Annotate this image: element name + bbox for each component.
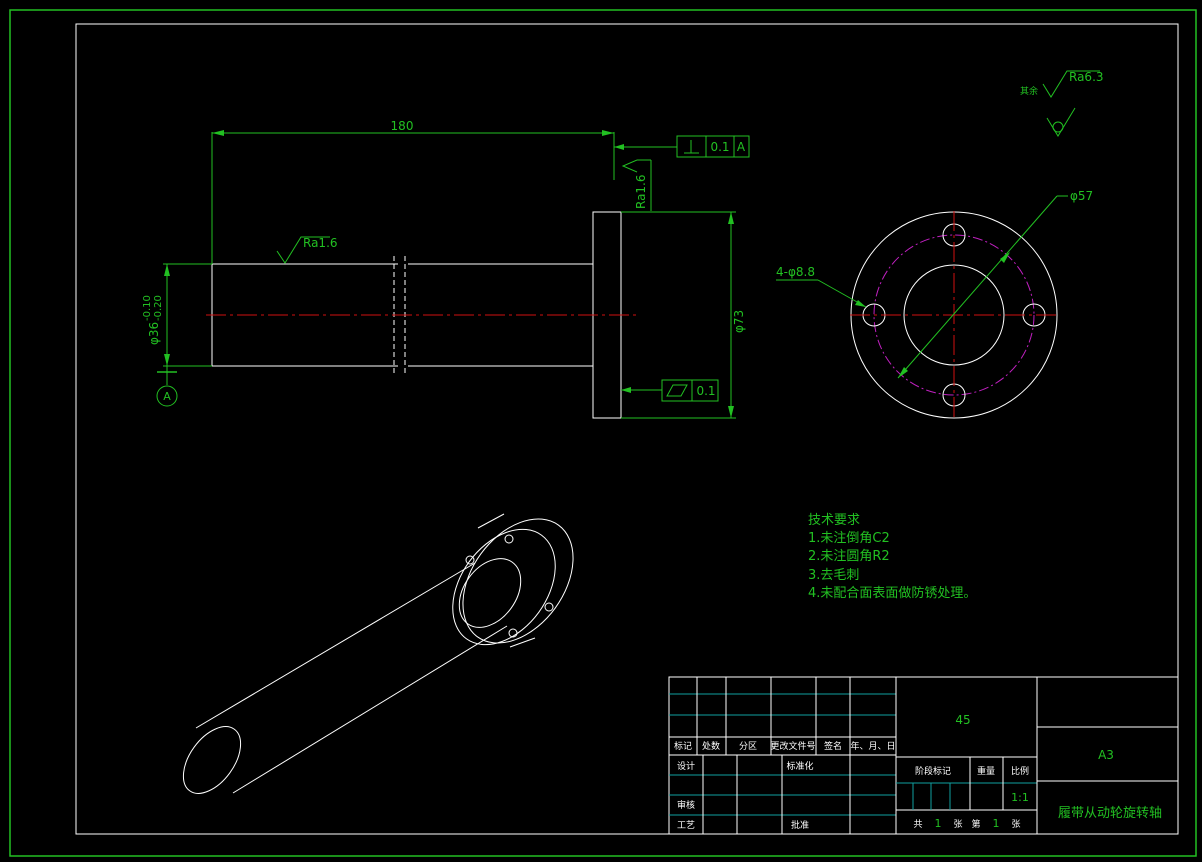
holes-dimension	[776, 279, 867, 308]
tb-total-prefix: 共	[913, 819, 922, 830]
tb-standardize: 标准化	[786, 760, 813, 772]
title-block	[668, 676, 1179, 835]
bolt-circle-dimension	[897, 195, 1068, 379]
svg-text:φ36: φ36	[147, 322, 161, 345]
end-view	[850, 211, 1058, 419]
tb-paper-size: A3	[1098, 748, 1114, 762]
tb-material: 45	[955, 713, 970, 727]
notes-item-1: 1.未注倒角C2	[808, 531, 890, 546]
roughness-symbol-rest	[1042, 70, 1100, 137]
tb-mark: 标记	[674, 740, 692, 752]
tb-approve: 批准	[791, 819, 809, 831]
isometric-view	[182, 513, 574, 794]
holes-dim-text: 4-φ8.8	[776, 265, 815, 279]
roughness-rest-prefix: 其余	[1020, 85, 1038, 97]
flange-diameter-dimension	[621, 211, 736, 419]
tb-total-sheets: 1	[935, 817, 942, 830]
shaft-dia-text: φ36 -0.10 -0.20	[142, 295, 164, 345]
svg-text:-0.10: -0.10	[142, 295, 153, 321]
tb-part-name: 履带从动轮旋转轴	[1058, 806, 1162, 821]
notes-title: 技术要求	[808, 513, 860, 528]
notes-item-2: 2.未注圆角R2	[808, 549, 890, 564]
tb-stage-mark: 阶段标记	[915, 765, 951, 777]
tb-design: 设计	[677, 760, 695, 772]
flange-dia-text: φ73	[732, 310, 746, 333]
datum-label: A	[163, 390, 171, 403]
perpendicularity-frame	[614, 135, 750, 158]
roughness-shaft-text: Ra1.6	[303, 236, 338, 250]
outer-border	[9, 9, 1197, 857]
tb-count: 处数	[702, 740, 720, 752]
perp-tol-value: 0.1	[710, 140, 729, 154]
inner-frame	[75, 23, 1179, 835]
notes-item-3: 3.去毛刺	[808, 568, 859, 583]
tb-review: 审核	[677, 799, 695, 811]
front-view	[206, 211, 640, 419]
perp-tol-datum: A	[737, 140, 746, 154]
shaft-diameter-dimension	[163, 263, 212, 367]
tb-zone: 分区	[739, 741, 757, 752]
tb-scale-value: 1:1	[1011, 791, 1029, 804]
tb-doc: 更改文件号	[770, 740, 815, 752]
length-dimension	[211, 130, 615, 264]
roughness-symbol-shaft	[276, 236, 330, 264]
flat-tol-value: 0.1	[696, 384, 715, 398]
bolt-circle-text: φ57	[1070, 189, 1093, 203]
tb-scale: 比例	[1011, 765, 1029, 777]
tb-weight: 重量	[977, 765, 995, 777]
svg-text:-0.20: -0.20	[153, 295, 164, 321]
roughness-flange-text: Ra1.6	[634, 174, 648, 209]
tb-date: 年、月、日	[850, 740, 895, 752]
tb-sheet-word2: 张	[1011, 819, 1020, 830]
tb-sheet-no-prefix: 第	[971, 818, 980, 830]
tb-process: 工艺	[677, 820, 695, 831]
tb-sheet-no: 1	[993, 817, 1000, 830]
roughness-symbol-flange	[621, 159, 652, 211]
roughness-rest-text: Ra6.3	[1069, 70, 1104, 84]
notes-item-4: 4.未配合面表面做防锈处理。	[808, 585, 976, 601]
tb-sign: 签名	[824, 740, 842, 752]
flatness-frame	[621, 379, 719, 402]
title-block-text: 标记 处数 分区 更改文件号 签名 年、月、日 设计 标准化 审核 工艺 批准 …	[674, 740, 1029, 831]
length-dim-text: 180	[391, 119, 414, 133]
title-block-values: 45 1:1 1 1 A3 履带从动轮旋转轴	[935, 713, 1163, 830]
datum-symbol	[156, 366, 178, 407]
tb-sheet-word: 张	[953, 819, 962, 830]
